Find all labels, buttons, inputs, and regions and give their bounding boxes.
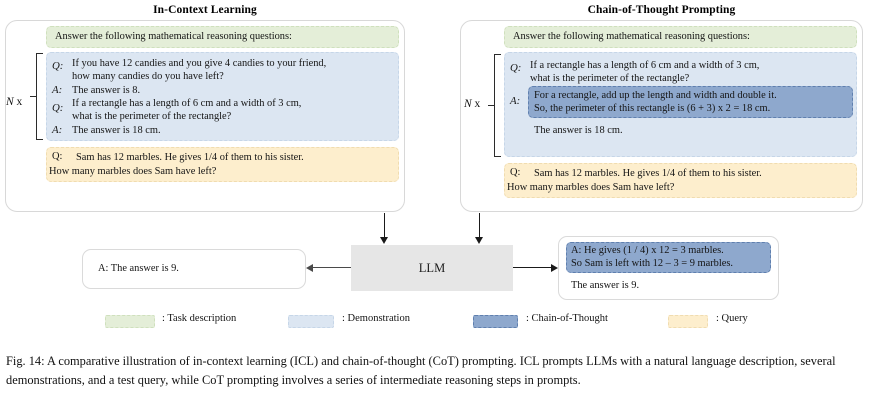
icl-repeat-bracket (36, 53, 43, 140)
icl-query-line1: Sam has 12 marbles. He gives 1/4 of them… (76, 152, 304, 163)
cot-repeat-label-n: N (464, 98, 472, 110)
icl-demo-1-text: The answer is 8. (72, 85, 141, 96)
icl-demo-0-key: Q: (52, 60, 64, 72)
arrow-llm-to-right-output-shaft (513, 267, 551, 269)
cot-demo-question-text: If a rectangle has a length of 6 cm and … (530, 60, 760, 85)
llm-box: LLM (351, 245, 513, 291)
icl-demo-2-text: If a rectangle has a length of 6 cm and … (72, 98, 302, 123)
icl-task-description-text: Answer the following mathematical reason… (55, 31, 292, 42)
icl-task-description-band (46, 26, 399, 48)
arrow-cot-to-llm-shaft (479, 213, 481, 238)
icl-demo-3-text: The answer is 18 cm. (72, 125, 161, 136)
legend-swatch-query (668, 315, 708, 328)
legend-label-task-description: : Task description (162, 313, 237, 324)
icl-repeat-bracket-tick (30, 96, 37, 98)
icl-repeat-label-x: x (13, 96, 23, 108)
icl-demo-0-text: If you have 12 candies and you give 4 ca… (72, 58, 327, 83)
legend-label-chain-of-thought: : Chain-of-Thought (526, 313, 608, 324)
cot-demo-question-key: Q: (510, 62, 522, 74)
icl-repeat-label-n: N (6, 96, 14, 108)
icl-query-band (46, 147, 399, 182)
legend-label-demonstration: : Demonstration (342, 313, 410, 324)
cot-demo-answer-key: A: (510, 95, 521, 107)
cot-output-highlight-band (566, 242, 771, 273)
arrow-llm-to-left-output-head (306, 264, 313, 272)
figure-caption: Fig. 14: A comparative illustration of i… (6, 354, 836, 387)
icl-query-line2: How many marbles does Sam have left? (49, 166, 217, 177)
cot-task-description-band (504, 26, 857, 48)
panel-title-icl: In-Context Learning (153, 4, 257, 16)
icl-output-text: A: The answer is 9. (98, 263, 179, 274)
llm-label: LLM (418, 260, 446, 275)
cot-output-reasoning-text: A: He gives (1 / 4) x 12 = 3 marbles. So… (571, 245, 733, 270)
panel-title-cot: Chain-of-Thought Prompting (587, 4, 736, 16)
arrow-llm-to-right-output-head (551, 264, 558, 272)
icl-query-key: Q: (52, 151, 63, 162)
arrow-llm-to-left-output-shaft (313, 267, 351, 269)
cot-query-key: Q: (510, 167, 521, 178)
arrow-icl-to-llm-head (380, 237, 388, 244)
legend-swatch-chain-of-thought (473, 315, 518, 328)
icl-repeat-label: N x (6, 96, 22, 108)
arrow-icl-to-llm-shaft (384, 213, 386, 238)
cot-reasoning-text: For a rectangle, add up the length and w… (534, 90, 777, 115)
cot-query-line2: How many marbles does Sam have left? (507, 182, 675, 193)
cot-repeat-label-x: x (471, 98, 481, 110)
icl-output-box (82, 249, 306, 289)
cot-repeat-label: N x (464, 98, 480, 110)
cot-output-final-text: The answer is 9. (571, 280, 640, 291)
cot-repeat-bracket-tick (488, 105, 495, 107)
cot-highlight-band (528, 86, 853, 118)
legend-swatch-demonstration (288, 315, 334, 328)
cot-task-description-text: Answer the following mathematical reason… (513, 31, 750, 42)
cot-query-line1: Sam has 12 marbles. He gives 1/4 of them… (534, 168, 762, 179)
icl-demo-3-key: A: (52, 124, 63, 136)
legend-label-query: : Query (716, 313, 748, 324)
arrow-cot-to-llm-head (475, 237, 483, 244)
cot-demo-final-text: The answer is 18 cm. (534, 125, 623, 136)
legend-swatch-task-description (105, 315, 155, 328)
icl-demo-2-key: Q: (52, 102, 64, 114)
icl-demonstration-band (46, 52, 399, 141)
icl-demo-1-key: A: (52, 84, 63, 96)
cot-repeat-bracket (494, 54, 501, 157)
cot-query-band (504, 163, 857, 198)
